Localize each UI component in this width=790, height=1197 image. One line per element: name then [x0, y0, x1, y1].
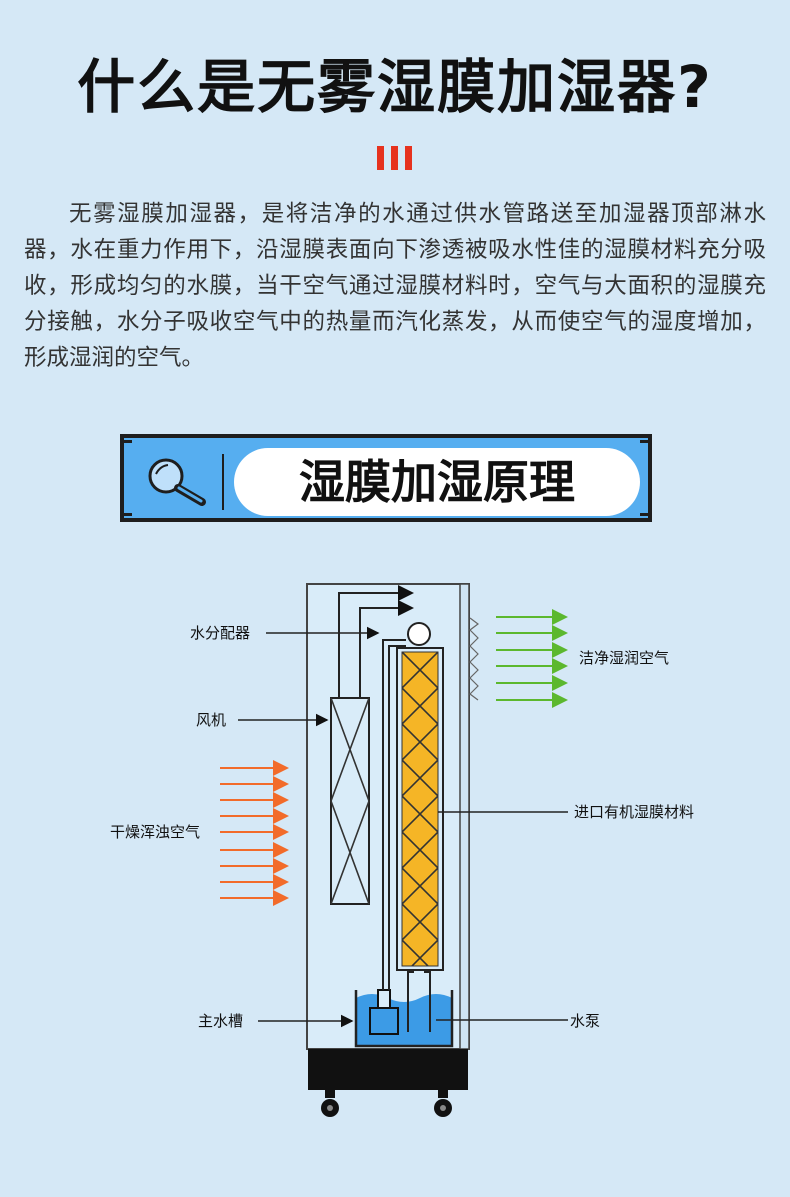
water-distributor — [407, 622, 431, 646]
label-dry-air: 干燥浑浊空气 — [110, 823, 200, 841]
water-pump — [369, 989, 399, 1035]
intro-paragraph: 无雾湿膜加湿器，是将洁净的水通过供水管路送至加湿器顶部淋水器，水在重力作用下，沿… — [24, 201, 766, 371]
section-banner: 湿膜加湿原理 — [120, 434, 652, 522]
fan — [330, 585, 414, 905]
title-accent-bars — [377, 146, 413, 170]
section-title: 湿膜加湿原理 — [299, 455, 575, 509]
page-title: 什么是无雾湿膜加湿器? — [77, 53, 713, 121]
label-main-tank: 主水槽 — [198, 1012, 243, 1030]
water-supply-pipes — [382, 639, 431, 1032]
label-clean-air: 洁净湿润空气 — [579, 649, 669, 667]
label-water-distributor: 水分配器 — [190, 624, 250, 642]
label-pointers — [238, 626, 568, 1028]
magnifier-icon — [148, 458, 206, 506]
label-membrane: 进口有机湿膜材料 — [574, 803, 694, 821]
dry-air-arrows — [220, 760, 289, 906]
humid-air-arrows — [496, 609, 568, 708]
cabinet-base — [308, 1049, 468, 1117]
label-fan: 风机 — [196, 711, 226, 729]
wet-membrane — [396, 647, 444, 971]
label-pump: 水泵 — [570, 1012, 600, 1030]
